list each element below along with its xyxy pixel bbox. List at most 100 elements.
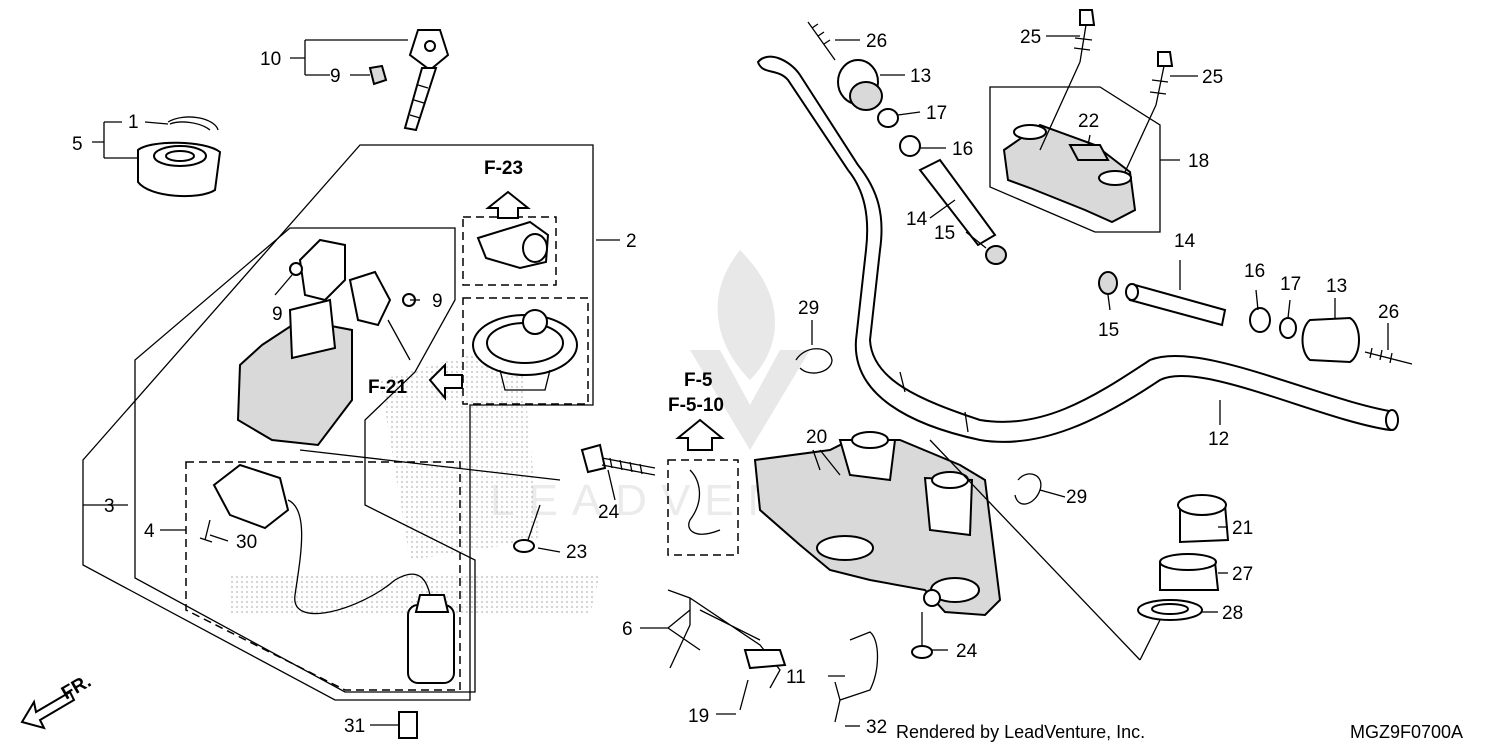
switch-part-4 (212, 463, 455, 684)
callout-9-left: 9 (272, 304, 283, 325)
nut-part-27 (1159, 553, 1220, 591)
ref-f23: F-23 (484, 158, 523, 179)
box-cap (462, 297, 589, 405)
weight-shaft-14-top (918, 158, 997, 247)
diagram-code: MGZ9F0700A (1350, 722, 1463, 742)
callout-25-right: 25 (1202, 67, 1223, 88)
callout-14-right: 14 (1174, 231, 1196, 252)
box-part-18 (989, 86, 1161, 233)
key-cylinder-detail (476, 220, 550, 270)
callout-23: 23 (566, 542, 587, 563)
leader-20-line (929, 439, 1161, 661)
key-small-9-top (368, 64, 388, 86)
callout-12: 12 (1208, 429, 1229, 450)
callout-18: 18 (1188, 151, 1209, 172)
callout-24-left: 24 (598, 502, 620, 523)
ref-f21: F-21 (368, 377, 408, 398)
dotted-logo-area (230, 340, 600, 615)
bracket-part-6 (667, 589, 787, 689)
callout-1: 1 (128, 112, 139, 133)
callout-4: 4 (144, 521, 155, 542)
leader-25 (1039, 61, 1157, 173)
rubber-part-16-top (899, 135, 921, 157)
callout-30: 30 (236, 532, 257, 553)
bar-end-weight-13-top (837, 59, 883, 111)
arrow-f23 (485, 190, 531, 219)
callout-5: 5 (72, 134, 83, 155)
bar-end-weight-13-right (1301, 316, 1360, 364)
callout-9-top: 9 (330, 66, 341, 87)
clip-part-31 (398, 711, 418, 739)
callout-22: 22 (1078, 111, 1099, 132)
assembly-outline-3 (82, 144, 594, 701)
bolt-part-25-right (1149, 51, 1174, 106)
callout-17-right-label: 17 (1280, 274, 1301, 295)
callout-20: 20 (806, 427, 827, 448)
callout-13-top: 13 (910, 66, 931, 87)
callout-21: 21 (1232, 518, 1253, 539)
ref-f5: F-5 (684, 370, 713, 391)
callout-25-left: 25 (1020, 27, 1041, 48)
callout-6: 6 (622, 619, 633, 640)
callout-11: 11 (786, 667, 806, 688)
nut-part-15-right (1098, 271, 1118, 295)
key-part-10 (403, 29, 450, 132)
callout-26-right: 26 (1378, 302, 1399, 323)
callout-16-top: 16 (952, 139, 973, 160)
callout-19: 19 (688, 706, 709, 727)
collar-part-17-right (1279, 317, 1297, 339)
callout-14-top: 14 (906, 209, 928, 230)
ref-f510: F-5-10 (668, 395, 724, 416)
callout-24-right: 24 (956, 641, 978, 662)
collar-part-17-top (877, 108, 899, 128)
bolt-part-25-left (1073, 9, 1096, 63)
bolt-part-19 (739, 679, 749, 711)
callout-16-right: 16 (1244, 261, 1265, 282)
cap-lock-detail (472, 309, 578, 391)
arrow-f5 (675, 418, 725, 451)
upper-holder-part-18 (1002, 123, 1137, 224)
bracket-f5 (688, 469, 721, 535)
bolt-part-32 (834, 699, 841, 723)
callout-9-right: 9 (432, 291, 443, 312)
callout-31: 31 (344, 716, 365, 737)
handlebar-part-12 (756, 55, 1399, 443)
callout-15-top: 15 (934, 223, 955, 244)
clip-part-1 (167, 116, 219, 131)
callout-13-right: 13 (1326, 276, 1347, 297)
callout-28: 28 (1222, 603, 1243, 624)
weight-shaft-14-right (1125, 283, 1227, 327)
top-bridge-part-20 (753, 431, 1002, 617)
callout-2: 2 (626, 231, 637, 252)
front-direction-arrow: FR. (20, 671, 95, 730)
nut-part-15-top (985, 245, 1007, 265)
assembly-outline-2 (134, 227, 476, 693)
bolt-part-24-right (911, 612, 933, 659)
ignition-switch-3 (236, 238, 416, 447)
clip-part-29-right (1014, 473, 1042, 505)
bolt-part-24-left (580, 443, 656, 476)
cap-part-21 (1177, 494, 1230, 544)
callout-32: 32 (866, 717, 887, 738)
grommet-part-5 (137, 141, 222, 198)
callout-27: 27 (1232, 564, 1253, 585)
leader-lines (83, 35, 1389, 727)
screw-part-26-top (807, 21, 836, 61)
box-f5 (667, 459, 739, 556)
callout-3: 3 (104, 496, 115, 517)
rubber-part-16-right (1249, 307, 1271, 333)
screw-part-30 (199, 519, 213, 543)
arrow-f21 (428, 362, 463, 401)
callout-15-right: 15 (1098, 320, 1119, 341)
clip-part-29-left (795, 348, 833, 374)
washer-part-28 (1137, 599, 1203, 621)
callout-29-left: 29 (798, 298, 819, 319)
box-part-4 (185, 461, 461, 691)
box-f23 (462, 216, 557, 286)
callout-10: 10 (260, 49, 281, 70)
callout-26-top: 26 (866, 31, 887, 52)
screw-part-26-right (1364, 347, 1413, 365)
screw-part-23 (513, 504, 541, 553)
clamp-part-11 (834, 631, 879, 701)
